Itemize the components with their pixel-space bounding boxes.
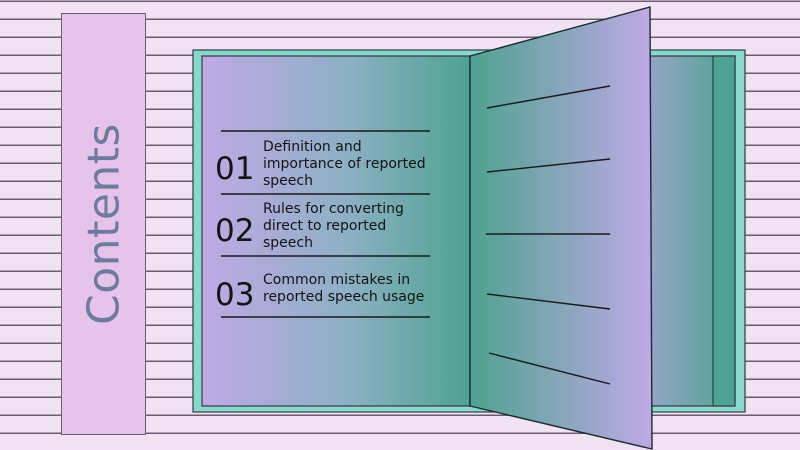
toc-item-2: 02 Rules for converting direct to report… [215, 201, 430, 261]
toc-item-1: 01 Definition and importance of reported… [215, 139, 430, 199]
toc-item-text: Rules for converting direct to reported … [263, 201, 404, 251]
toc-item-text: Common mistakes in reported speech usage [263, 272, 425, 305]
book-left-page [201, 55, 471, 407]
toc-item-3: 03 Common mistakes in reported speech us… [215, 265, 430, 325]
toc-item-number: 01 [215, 151, 255, 187]
flap-line [486, 293, 611, 310]
book-turning-page [469, 6, 653, 450]
toc-item-number: 03 [215, 277, 255, 313]
flap-line [486, 158, 611, 173]
flap-line [486, 85, 611, 109]
toc-item-text: Definition and importance of reported sp… [263, 139, 426, 189]
flap-line [488, 352, 611, 385]
toc-item-number: 02 [215, 213, 255, 249]
slide-title: Contents [78, 123, 129, 325]
book-right-page-edge [712, 55, 736, 407]
title-panel: Contents [61, 13, 146, 435]
